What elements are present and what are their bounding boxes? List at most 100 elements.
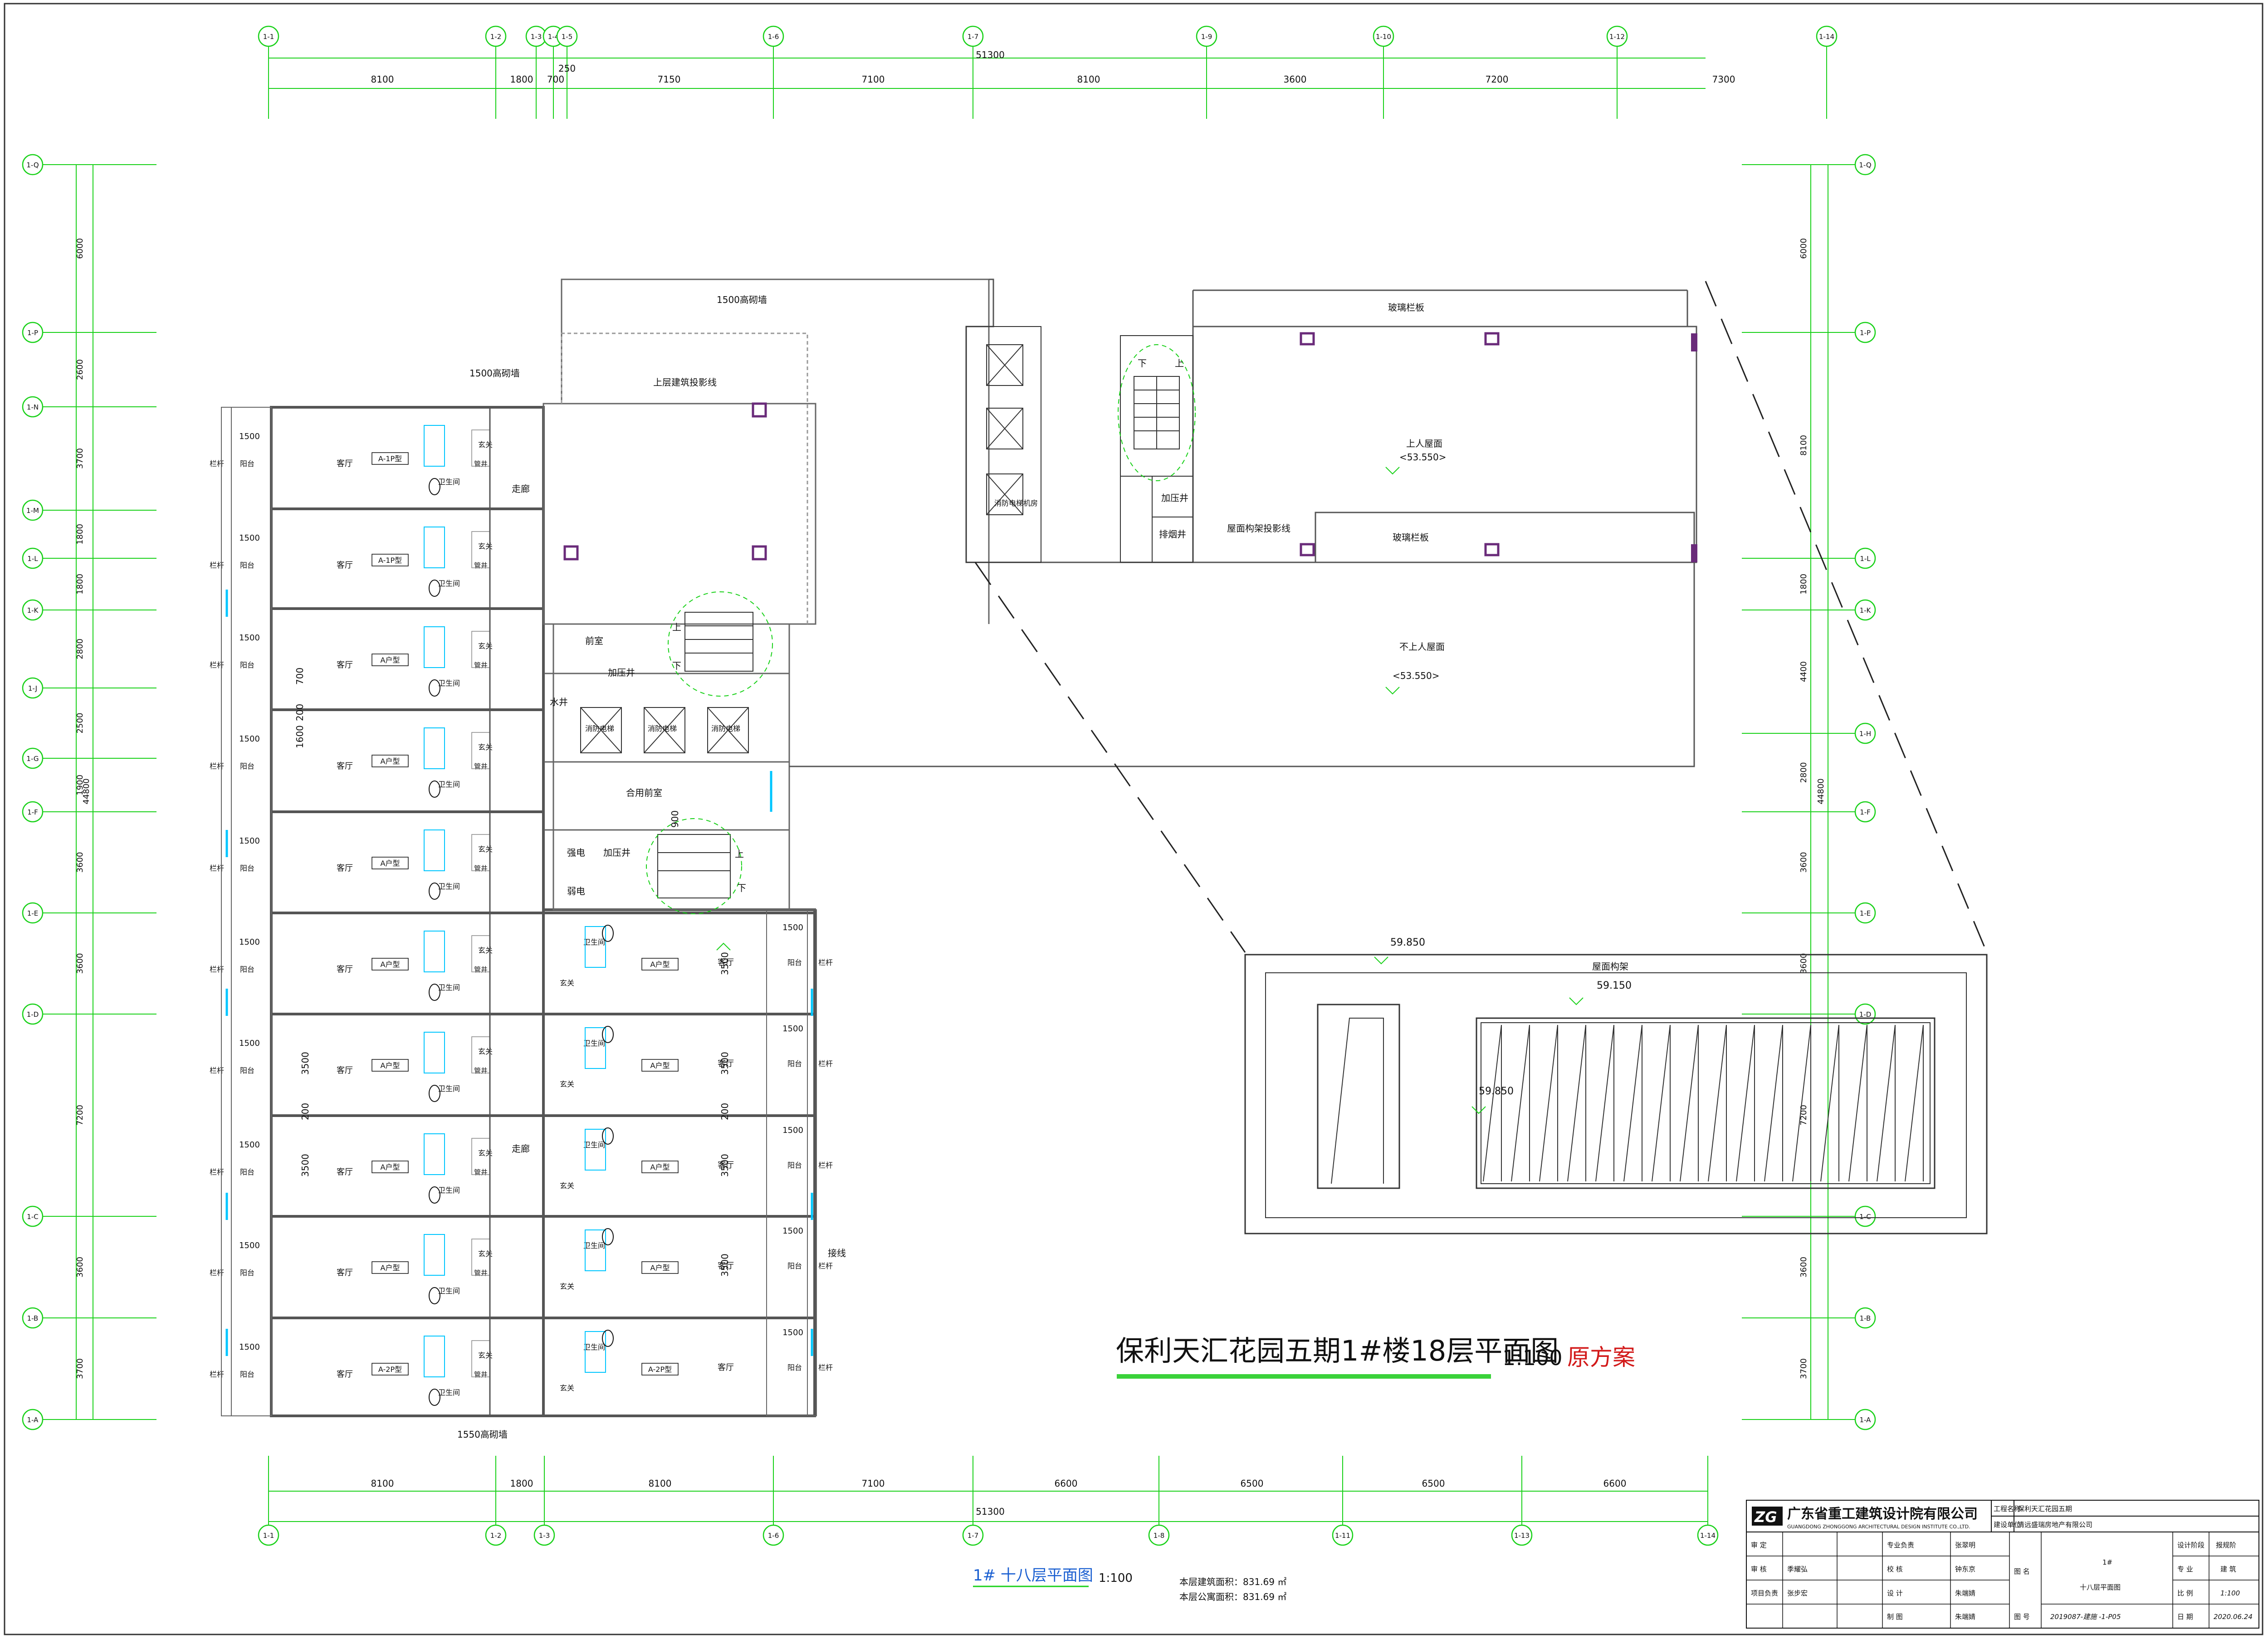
unit-r-bath-door	[585, 1229, 606, 1271]
top-axis-1-9-circle	[1196, 25, 1217, 47]
right-axis-1-C-circle	[1854, 1205, 1876, 1227]
label-press-shaft-3: 加压井	[1161, 493, 1188, 503]
left-axis-1-B-circle	[22, 1307, 44, 1329]
unit-bath-door	[424, 1032, 445, 1073]
unit-r-type: A-2P型	[648, 1365, 672, 1374]
unit-shaft: 管井	[474, 1371, 488, 1379]
unit-r-foyer: 玄关	[560, 1384, 574, 1392]
label-corridor-1: 走廊	[512, 483, 530, 494]
right-axis-1-Q-circle	[1854, 154, 1876, 176]
tb-date: 2020.06.24	[2214, 1613, 2253, 1621]
unit-bath-door	[424, 425, 445, 467]
label-roof-noaccess-el: <53.550>	[1393, 670, 1440, 681]
company-name-en: GUANGDONG ZHONGGONG ARCHITECTURAL DESIGN…	[1787, 1524, 1970, 1530]
tb-drawing-l1: 1#	[2102, 1558, 2112, 1566]
unit-r-type-box	[641, 1161, 679, 1173]
bottom-dim-6600: 6600	[1603, 1478, 1627, 1489]
unit-shaft: 管井	[474, 460, 488, 468]
tb-r2a: 审 核	[1751, 1565, 1767, 1573]
unit-railing: 栏杆	[210, 1268, 224, 1277]
right-axis-1-L-circle	[1854, 547, 1876, 569]
unit-w1500: 1500	[239, 633, 260, 643]
top-dim-8100: 8100	[1077, 74, 1100, 85]
hatch-slant	[1539, 1024, 1558, 1182]
roof-frame-hatch	[1483, 1024, 1924, 1182]
unit-toilet	[429, 679, 440, 697]
top-axis-1-1-circle	[258, 25, 279, 47]
left-dim-3700: 3700	[75, 448, 85, 469]
unit-railing: 栏杆	[210, 661, 224, 669]
unit-living: 客厅	[337, 660, 353, 670]
top-axis-1-2-circle	[485, 25, 507, 47]
detail-callout-lines	[974, 281, 1988, 953]
left-axis-1-J-label: 1-J	[28, 684, 37, 693]
dim-3500-l2: 3500	[300, 1154, 311, 1177]
tb-scale-label: 比 例	[2177, 1589, 2193, 1597]
unit-living: 客厅	[337, 965, 353, 974]
unit-railing: 栏杆	[210, 965, 224, 974]
unit-type: A户型	[381, 1163, 400, 1171]
elevator-shafts-right	[966, 326, 1193, 563]
label-weak-elec: 弱电	[567, 886, 585, 897]
label-glass-rail-1: 玻璃栏板	[1388, 302, 1424, 313]
unit-balcony: 阳台	[240, 661, 254, 669]
hatch-slant	[1792, 1024, 1811, 1182]
tb-r4b: 朱端婧	[1955, 1613, 1975, 1621]
unit-foyer: 玄关	[478, 743, 493, 751]
label-elevator-2: 消防电梯	[648, 724, 677, 733]
bottom-total: 51300	[976, 1506, 1005, 1517]
hatch-slant	[1652, 1024, 1671, 1182]
unit-type-box	[371, 654, 409, 666]
right-dim-6000: 6000	[1799, 238, 1809, 259]
unit-r-w1500: 1500	[782, 1024, 803, 1034]
unit-type: A户型	[381, 859, 400, 868]
main-title-underline	[1117, 1374, 1491, 1379]
right-dim-4400: 4400	[1799, 661, 1809, 682]
left-dim-3600: 3600	[75, 1257, 85, 1278]
top-axis-1-5-label: 1-5	[562, 33, 573, 41]
bottom-axis-1-1-circle	[258, 1524, 279, 1546]
bottom-axis-1-6-label: 1-6	[768, 1532, 779, 1540]
roof-frame-detail	[1244, 954, 1988, 1234]
unit-living: 客厅	[337, 561, 353, 570]
unit-bath-door	[424, 1234, 445, 1276]
windows	[225, 590, 813, 1356]
unit-r-balcony: 阳台	[787, 1262, 802, 1270]
right-axis-1-H-circle	[1854, 722, 1876, 744]
left-axis-1-C-circle	[22, 1205, 44, 1227]
tb-r4a: 制 图	[1887, 1613, 1903, 1621]
label-wall1500b: 1500高砌墙	[717, 294, 767, 305]
unit-r-balcony: 阳台	[787, 958, 802, 967]
unit-toilet	[429, 780, 440, 798]
left-dim-3600: 3600	[75, 852, 85, 873]
tb-r3a: 项目负责	[1751, 1589, 1778, 1597]
unit-bath-door	[424, 727, 445, 769]
hatch-slant	[1623, 1024, 1642, 1182]
tb-no: 2019087-建施 -1-P05	[2050, 1613, 2121, 1621]
right-axis-1-P-circle	[1854, 322, 1876, 343]
unit-r-railing: 栏杆	[818, 1059, 833, 1068]
bottom-axis-1-14-label: 1-14	[1700, 1532, 1716, 1540]
caption-area-2: 本层公寓面积：831.69 ㎡	[1179, 1591, 1286, 1602]
unit-shaft: 管井	[474, 966, 488, 974]
left-dim-2800: 2800	[75, 639, 85, 659]
top-dim-7100: 7100	[862, 74, 885, 85]
stair-upper	[668, 591, 773, 697]
unit-shaft: 管井	[474, 1067, 488, 1075]
label-wall1550: 1550高砌墙	[457, 1429, 508, 1440]
bottom-dim-6500: 6500	[1241, 1478, 1264, 1489]
unit-type-box	[371, 1261, 409, 1274]
unit-r-railing: 栏杆	[818, 1262, 833, 1270]
unit-railing: 栏杆	[210, 459, 224, 468]
dim-200-r: 200	[719, 1103, 730, 1120]
unit-r-type: A户型	[650, 1263, 670, 1272]
label-strong-elec: 强电	[567, 847, 585, 858]
bottom-axis-1-11-circle	[1332, 1524, 1354, 1546]
top-axis-1-12-circle	[1606, 25, 1628, 47]
label-roof-noaccess: 不上人屋面	[1399, 641, 1445, 652]
bottom-caption: 1# 十八层平面图 1:100 本层建筑面积：831.69 ㎡ 本层公寓面积：8…	[973, 1566, 1286, 1602]
tb-r1a: 审 定	[1751, 1541, 1767, 1549]
right-dim-3600: 3600	[1799, 1257, 1809, 1278]
left-dim-6000: 6000	[75, 238, 85, 259]
unit-railing: 栏杆	[210, 864, 224, 873]
